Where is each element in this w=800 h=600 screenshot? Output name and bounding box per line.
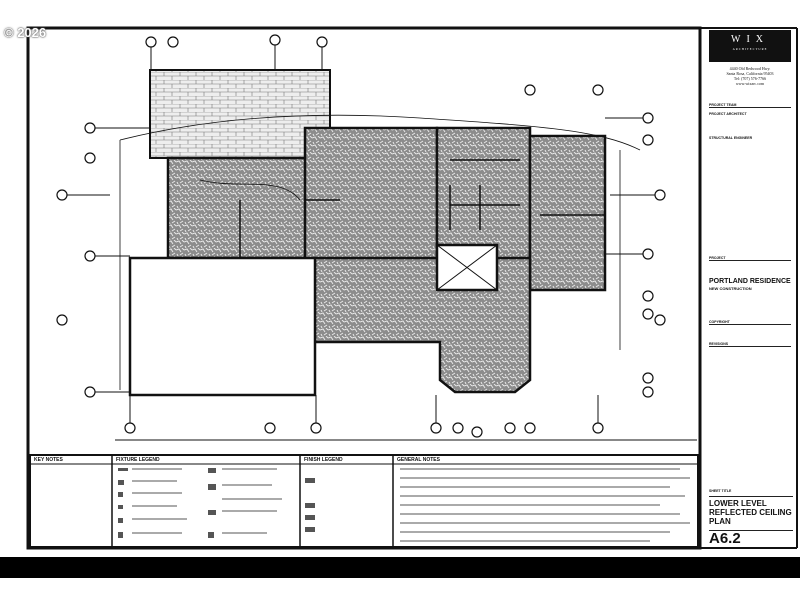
firm-address: 4440 Old Redwood Hwy. Santa Rosa, Califo… (707, 66, 793, 86)
stair-x-mark (436, 244, 498, 291)
project-name: PORTLAND RESIDENCE NEW CONSTRUCTION (709, 278, 791, 291)
interior-walls-and-wiring (119, 114, 641, 390)
finish-legend-heading: FINISH LEGEND (304, 457, 343, 463)
room-center (303, 126, 439, 262)
grid-bubbles (56, 34, 666, 438)
sheet-title: LOWER LEVEL REFLECTED CEILING PLAN (709, 496, 793, 526)
legend-symbols (118, 468, 315, 538)
illegible-legend-text (132, 468, 690, 542)
sheet-title-label: SHEET TITLE (709, 489, 732, 493)
bottom-bar (0, 557, 800, 578)
revisions-heading: REVISIONS (709, 342, 791, 347)
bedroom (528, 134, 607, 292)
logo-subtext: ARCHITECTURE (732, 47, 768, 51)
grid-leader-lines (67, 45, 697, 441)
copyright-heading: COPYRIGHT (709, 320, 791, 325)
project-team-heading: PROJECT TEAM (709, 103, 791, 108)
copyright-watermark: © 2026 (4, 25, 47, 40)
fixture-legend-heading: FIXTURE LEGEND (116, 457, 160, 463)
lower-room (313, 256, 532, 394)
deck (149, 69, 331, 159)
firm-logo: WIX ARCHITECTURE (709, 30, 791, 62)
project-subtitle: NEW CONSTRUCTION (709, 286, 752, 291)
general-notes-heading: GENERAL NOTES (397, 457, 440, 463)
family-room (166, 156, 310, 260)
structural-engineer-label: STRUCTURAL ENGINEER (709, 136, 753, 140)
garage (128, 256, 317, 397)
project-architect-label: PROJECT ARCHITECT (709, 112, 747, 116)
address-line: 4440 Old Redwood Hwy. (729, 66, 771, 71)
project-name-text: PORTLAND RESIDENCE (709, 278, 791, 285)
logo-text: WIX (731, 34, 769, 45)
title-block: WIX ARCHITECTURE 4440 Old Redwood Hwy. S… (703, 28, 797, 548)
sheet-number: A6.2 (709, 530, 793, 547)
website-line: www.wixarc.com (735, 81, 765, 86)
legend-frame (29, 454, 699, 548)
key-notes-heading: KEY NOTES (34, 457, 63, 463)
address-line: Santa Rosa, California 95403 (726, 71, 774, 76)
phone-line: Tel: (707) 576-7766 (733, 76, 767, 81)
project-heading: PROJECT (709, 256, 791, 261)
